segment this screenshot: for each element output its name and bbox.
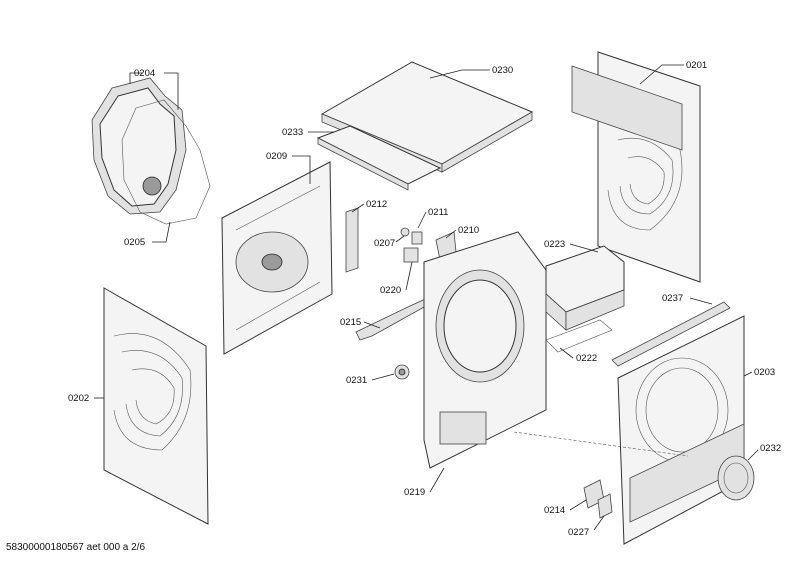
label-0223: 0223	[544, 239, 565, 250]
label-0220: 0220	[380, 285, 401, 296]
part-0215-strip	[355, 295, 434, 341]
label-0222: 0222	[576, 353, 597, 364]
part-0201-rear-panel	[571, 51, 701, 283]
label-0205: 0205	[124, 237, 145, 248]
part-0211-pin	[411, 231, 423, 245]
part-0220-switch	[403, 247, 419, 263]
part-0202-side-panel	[103, 287, 209, 525]
label-0207: 0207	[374, 238, 395, 249]
label-0231: 0231	[346, 375, 367, 386]
label-0227: 0227	[568, 527, 589, 538]
part-0212-bracket	[345, 207, 359, 273]
part-0231-knob	[394, 364, 410, 380]
label-0214: 0214	[544, 505, 565, 516]
part-0207-clip	[400, 227, 410, 237]
label-0212: 0212	[366, 199, 387, 210]
part-0223-filter-housing	[545, 245, 625, 331]
label-0202: 0202	[68, 393, 89, 404]
label-0209: 0209	[266, 151, 287, 162]
part-0204-front-seal	[91, 77, 187, 215]
part-0203-front-panel	[617, 315, 745, 545]
part-0209-back-wall	[221, 161, 333, 355]
label-0237: 0237	[662, 293, 683, 304]
part-0232-grille	[717, 455, 755, 501]
part-0233-cover-plate	[316, 125, 442, 191]
label-0230: 0230	[492, 65, 513, 76]
label-0201: 0201	[686, 60, 707, 71]
label-0210: 0210	[458, 225, 479, 236]
part-0205-rear-seal	[121, 99, 211, 225]
label-0232: 0232	[760, 443, 781, 454]
part-0222-filter-seal	[545, 319, 613, 353]
document-reference: 58300000180567 aet 000 a 2/6	[6, 542, 146, 553]
part-0237-rail	[611, 301, 731, 367]
label-0219: 0219	[404, 487, 425, 498]
part-0219-front-frame	[423, 231, 547, 469]
label-0203: 0203	[754, 367, 775, 378]
leader-lines	[94, 64, 759, 531]
label-0211: 0211	[428, 207, 448, 218]
label-0233: 0233	[282, 127, 303, 138]
part-0227-cover	[597, 493, 613, 519]
label-0204: 0204	[134, 68, 155, 79]
label-0215: 0215	[340, 317, 361, 328]
